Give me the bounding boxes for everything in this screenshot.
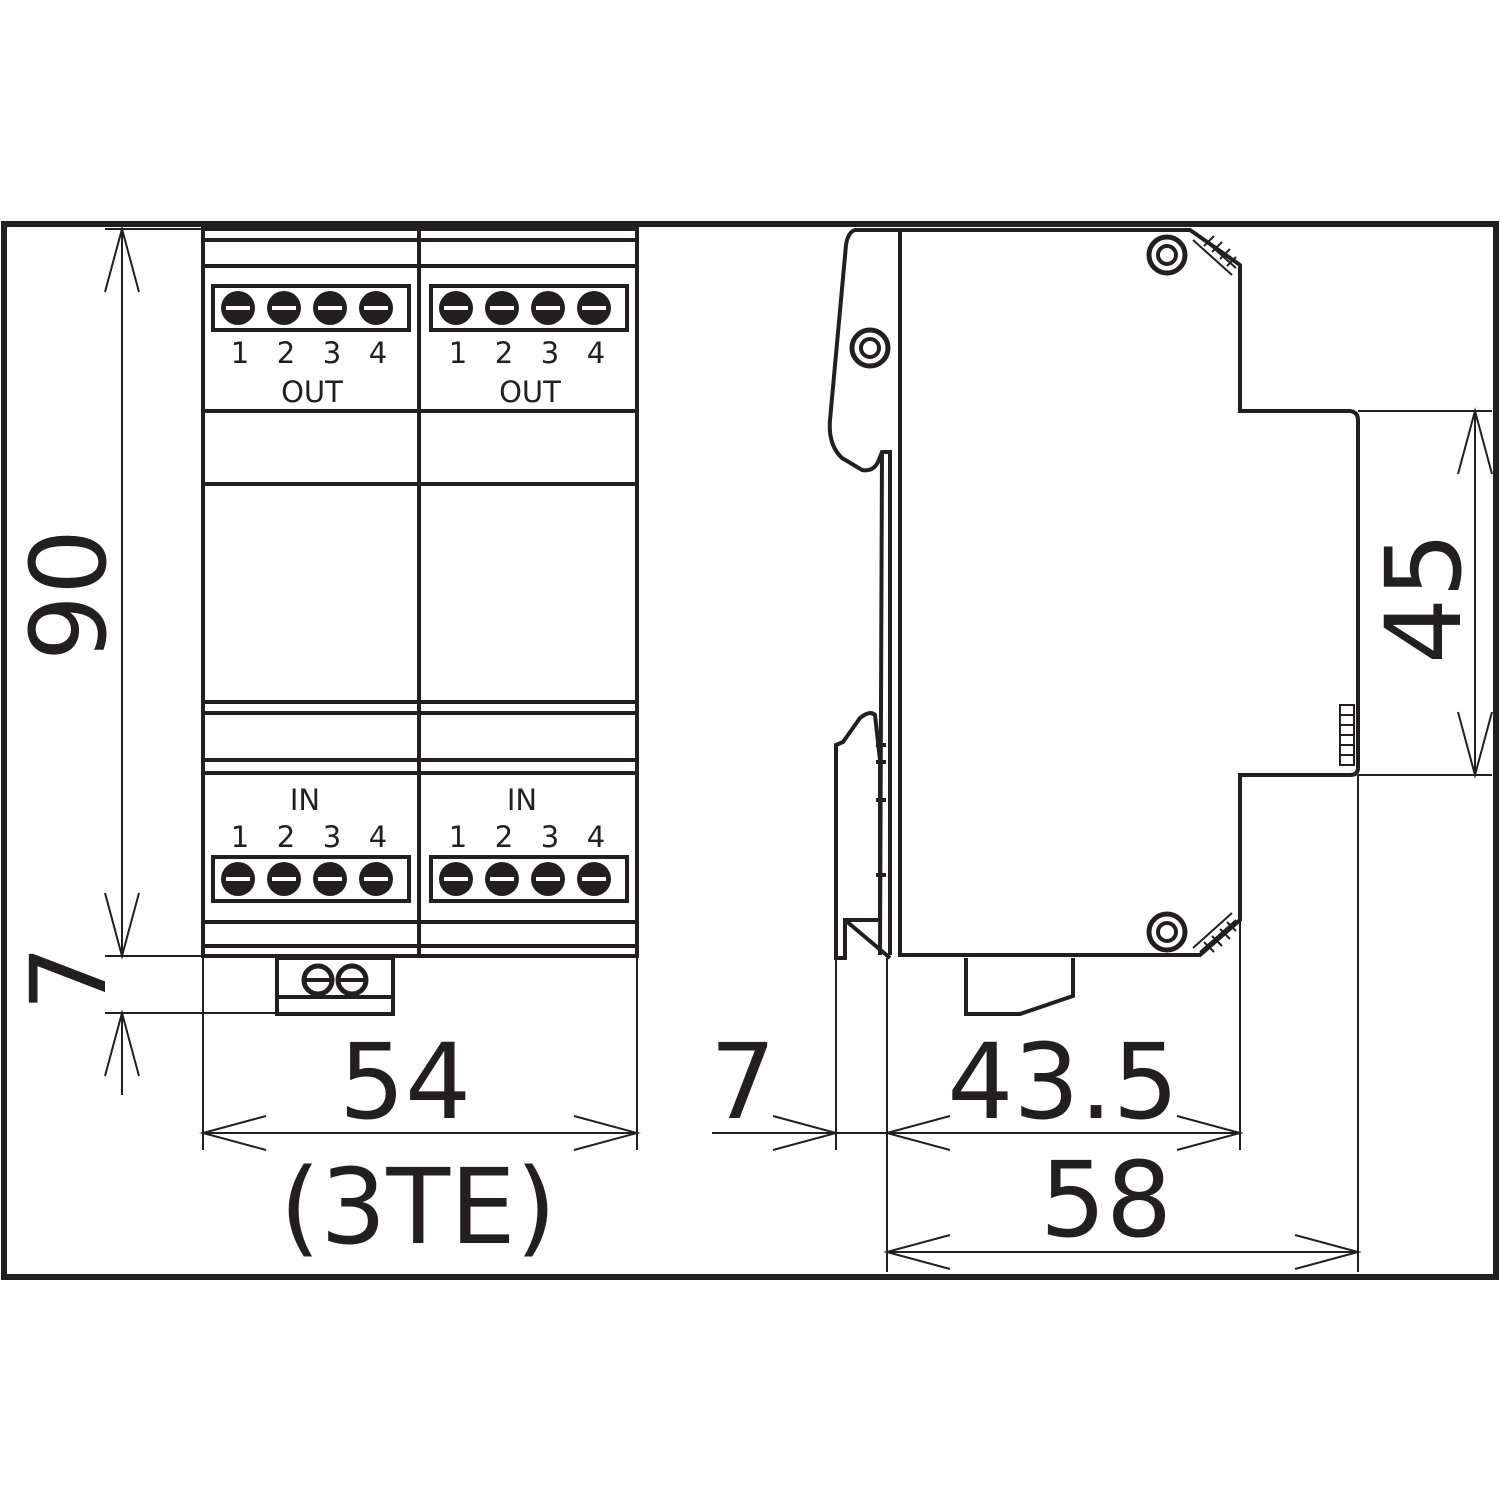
in-label-right: IN	[507, 783, 537, 817]
svg-text:4: 4	[369, 336, 387, 370]
svg-text:1: 1	[449, 336, 467, 370]
svg-text:1: 1	[231, 336, 249, 370]
svg-text:2: 2	[495, 820, 513, 854]
dimension-lines	[104, 225, 1493, 1272]
dim-depth-offset-7: 7	[710, 1021, 776, 1143]
in-label-left: IN	[290, 783, 320, 817]
dim-width-54: 54	[339, 1021, 471, 1143]
svg-text:4: 4	[587, 820, 605, 854]
svg-text:4: 4	[587, 336, 605, 370]
svg-text:2: 2	[277, 820, 295, 854]
svg-text:1: 1	[449, 820, 467, 854]
svg-text:2: 2	[277, 336, 295, 370]
rail-clip-front	[275, 956, 395, 1016]
out-label-right: OUT	[499, 375, 561, 409]
screw-bottom-right	[1146, 911, 1237, 953]
terminal-block-in-left	[211, 855, 411, 903]
svg-text:3: 3	[541, 820, 559, 854]
terminal-block-out-right	[429, 284, 629, 332]
dim-rail-offset-7: 7	[8, 945, 130, 1011]
dim-depth-43-5: 43.5	[947, 1021, 1179, 1143]
svg-text:1: 1	[231, 820, 249, 854]
dim-height-45: 45	[1363, 532, 1485, 664]
svg-text:3: 3	[541, 336, 559, 370]
terminal-block-in-right	[429, 855, 629, 903]
svg-text:3: 3	[323, 820, 341, 854]
terminal-blocks	[211, 284, 629, 903]
front-view: OUT OUT IN IN 1 2 3 4 1 2 3 4 1 2 3 4 1 …	[201, 227, 639, 1016]
terminal-numbers-out-left: 1 2 3 4	[231, 336, 387, 370]
side-view	[827, 228, 1360, 1016]
dim-depth-58: 58	[1040, 1139, 1172, 1261]
svg-text:3: 3	[323, 336, 341, 370]
terminal-numbers-in-left: 1 2 3 4	[231, 820, 387, 854]
svg-text:4: 4	[369, 820, 387, 854]
svg-text:2: 2	[495, 336, 513, 370]
terminal-numbers-out-right: 1 2 3 4	[449, 336, 605, 370]
screw-top-left	[849, 327, 891, 369]
terminal-block-out-left	[211, 284, 411, 332]
drawing-frame	[1, 221, 1499, 1280]
dim-width-3te: (3TE)	[280, 1146, 557, 1268]
dim-height-90: 90	[8, 529, 130, 661]
terminal-numbers-in-right: 1 2 3 4	[449, 820, 605, 854]
screw-top-right	[1146, 234, 1237, 276]
side-marks	[1339, 704, 1355, 766]
out-label-left: OUT	[281, 375, 343, 409]
